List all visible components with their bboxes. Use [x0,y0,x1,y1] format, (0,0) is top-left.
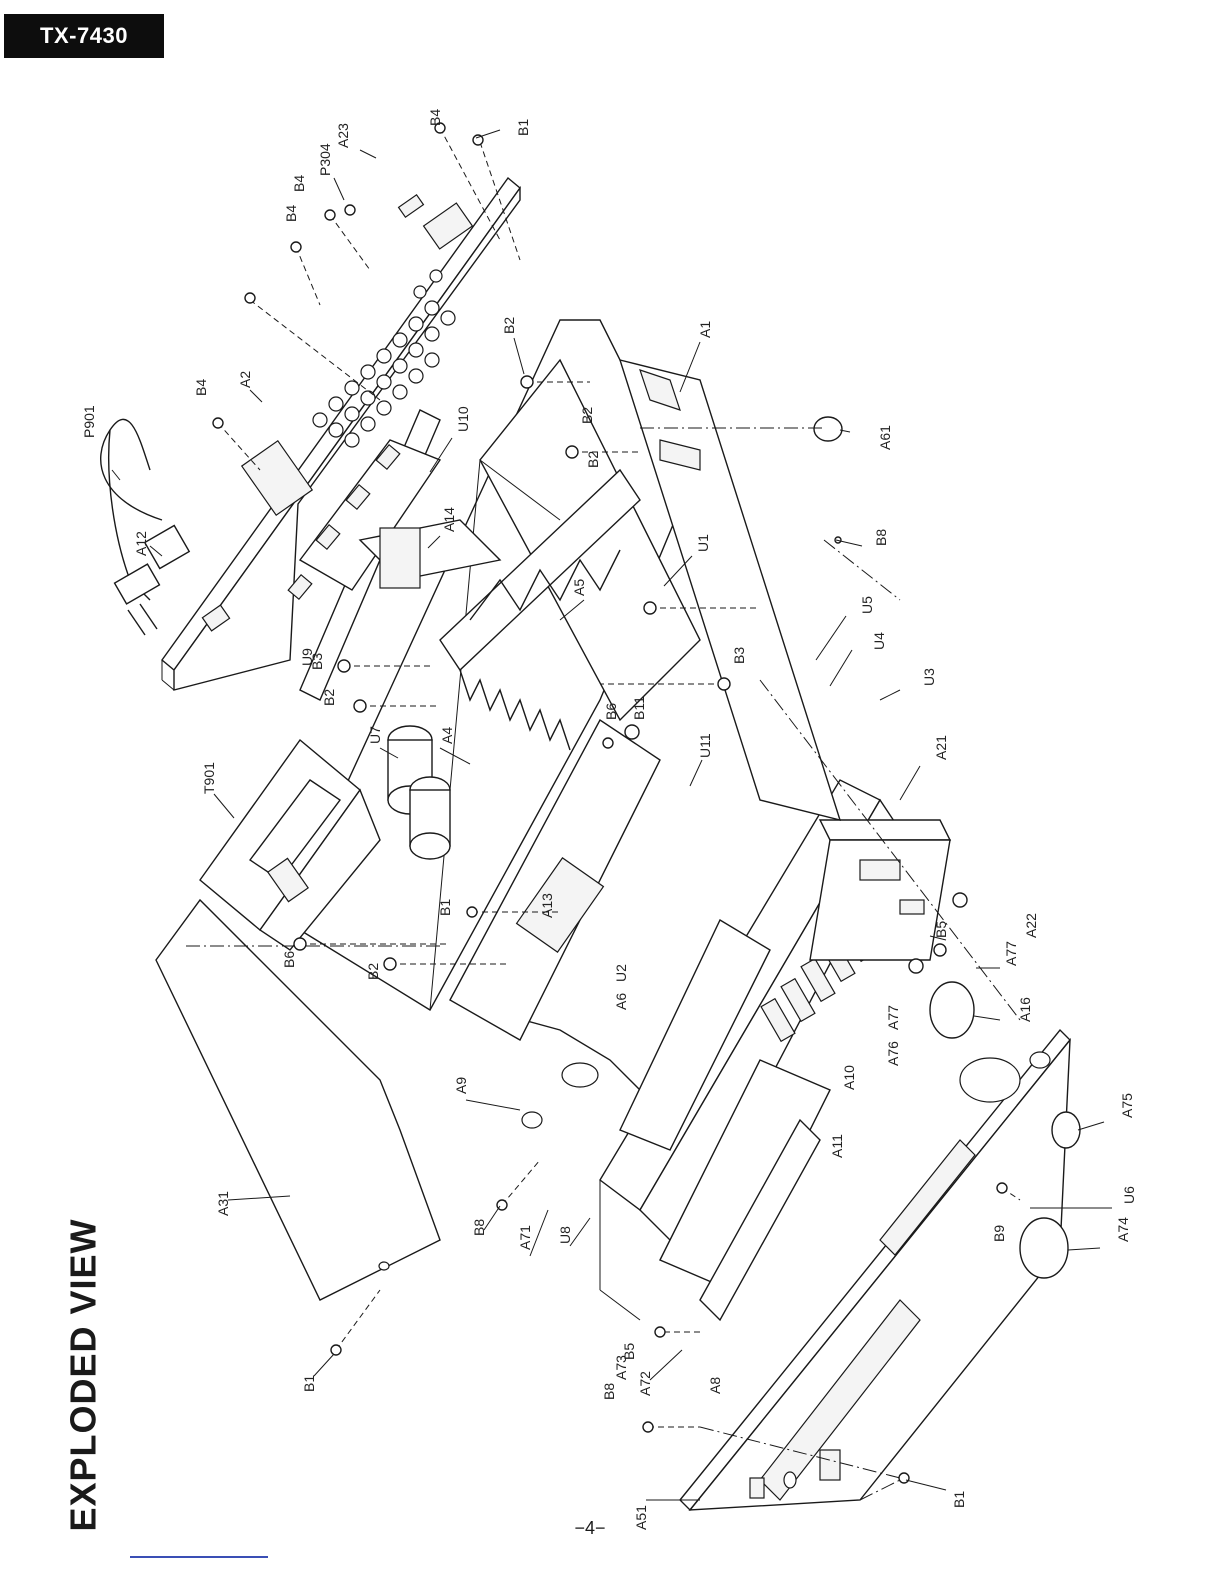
part-label: B1 [437,899,453,916]
part-label: B4 [291,175,307,192]
part-label: B8 [471,1219,487,1236]
part-label: U8 [557,1226,573,1244]
part-label: B2 [365,963,381,980]
part-label: A75 [1119,1093,1135,1118]
part-label: P304 [317,143,333,176]
part-label: B3 [309,653,325,670]
part-label: B6 [281,951,297,968]
part-label: B4 [427,109,443,126]
part-label: U3 [921,668,937,686]
part-label: T901 [201,762,217,794]
part-label: B2 [501,317,517,334]
part-label: A14 [441,507,457,532]
part-label: A21 [933,735,949,760]
part-label: A74 [1115,1217,1131,1242]
part-label: U2 [613,964,629,982]
part-label: A23 [335,123,351,148]
part-label: A71 [517,1225,533,1250]
part-label: A51 [633,1505,649,1530]
part-label: B1 [951,1491,967,1508]
part-label: A61 [877,425,893,450]
part-label: B8 [873,529,889,546]
part-label: P901 [81,405,97,438]
part-label: U10 [455,406,471,432]
part-label: B2 [585,451,601,468]
part-label: A4 [439,727,455,744]
part-label: A9 [453,1077,469,1094]
part-label: A1 [697,321,713,338]
part-label: U11 [697,733,713,758]
part-label: U6 [1121,1186,1137,1204]
part-label: B2 [579,407,595,424]
part-label: A5 [571,579,587,596]
part-label: B3 [731,647,747,664]
part-label: A73 [613,1355,629,1380]
part-label: B5 [933,921,949,938]
part-label: A12 [133,531,149,556]
part-label: B1 [515,119,531,136]
part-label: B8 [601,1383,617,1400]
part-label: A16 [1017,997,1033,1022]
part-label: A76 [885,1041,901,1066]
part-label: A6 [613,993,629,1010]
power-cord [101,419,190,635]
part-label: A31 [215,1191,231,1216]
part-label: B1 [301,1375,317,1392]
part-label: A22 [1023,913,1039,938]
part-label: A77 [1003,941,1019,966]
part-label: A11 [829,1134,845,1158]
part-label: A8 [707,1377,723,1394]
part-label: B6 [603,703,619,720]
part-label: B11 [631,696,647,720]
part-label: U7 [367,726,383,744]
part-label: A2 [237,371,253,388]
part-label: A13 [539,893,555,918]
part-label: U5 [859,596,875,614]
part-label: U1 [695,534,711,552]
part-label: B9 [991,1225,1007,1242]
part-label: U4 [871,632,887,650]
part-label: B4 [283,205,299,222]
part-label: B4 [193,379,209,396]
part-label: A77 [885,1005,901,1030]
part-label: A10 [841,1065,857,1090]
part-label: B2 [321,689,337,706]
part-label: A72 [637,1371,653,1396]
front-bracket [810,820,950,960]
